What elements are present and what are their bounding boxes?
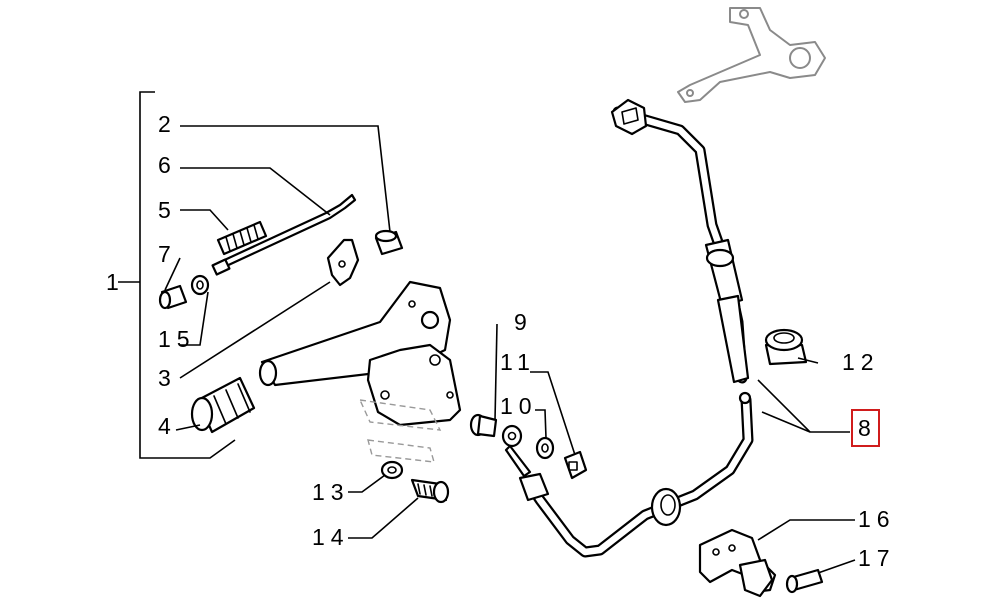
dashed-outline (358, 399, 442, 463)
part-lever (258, 280, 462, 427)
part-grip (190, 376, 256, 434)
label-15: 15 (158, 326, 196, 352)
label-14: 14 (312, 524, 350, 550)
part-pin (158, 284, 188, 310)
label-5: 5 (158, 197, 177, 223)
label-6: 6 (158, 152, 177, 178)
part-spring (216, 220, 268, 256)
part-washer-13 (380, 460, 404, 480)
part-washer-10 (535, 436, 555, 460)
reference-bracket (677, 7, 826, 103)
label-9: 9 (514, 309, 533, 335)
label-12: 12 (842, 349, 880, 375)
highlight-box-8 (851, 409, 880, 447)
label-16: 16 (858, 506, 896, 532)
part-grommet (764, 328, 808, 366)
label-17: 17 (858, 545, 896, 571)
label-2: 2 (158, 111, 177, 137)
part-bolt (410, 478, 450, 504)
label-8: 8 (858, 415, 877, 441)
label-11: 11 (500, 349, 536, 375)
labels: 1 2 3 4 5 6 7 8 9 10 11 12 13 14 15 16 1… (106, 111, 896, 571)
part-screw (469, 413, 498, 438)
part-clip-nut (563, 450, 588, 480)
leader-lines (164, 125, 856, 574)
group-bracket (118, 91, 236, 459)
part-washer-15 (190, 274, 210, 296)
label-13: 13 (312, 479, 350, 505)
label-3: 3 (158, 365, 177, 391)
part-cable (518, 98, 754, 558)
part-bushing (374, 229, 404, 256)
label-1: 1 (106, 269, 125, 295)
part-clamp (698, 528, 777, 598)
label-10: 10 (500, 393, 538, 419)
label-7: 7 (158, 241, 177, 267)
part-rod (211, 193, 357, 276)
part-eye-connector (501, 424, 532, 478)
label-4: 4 (158, 413, 177, 439)
part-rivet (785, 568, 824, 594)
part-pawl (326, 238, 360, 287)
